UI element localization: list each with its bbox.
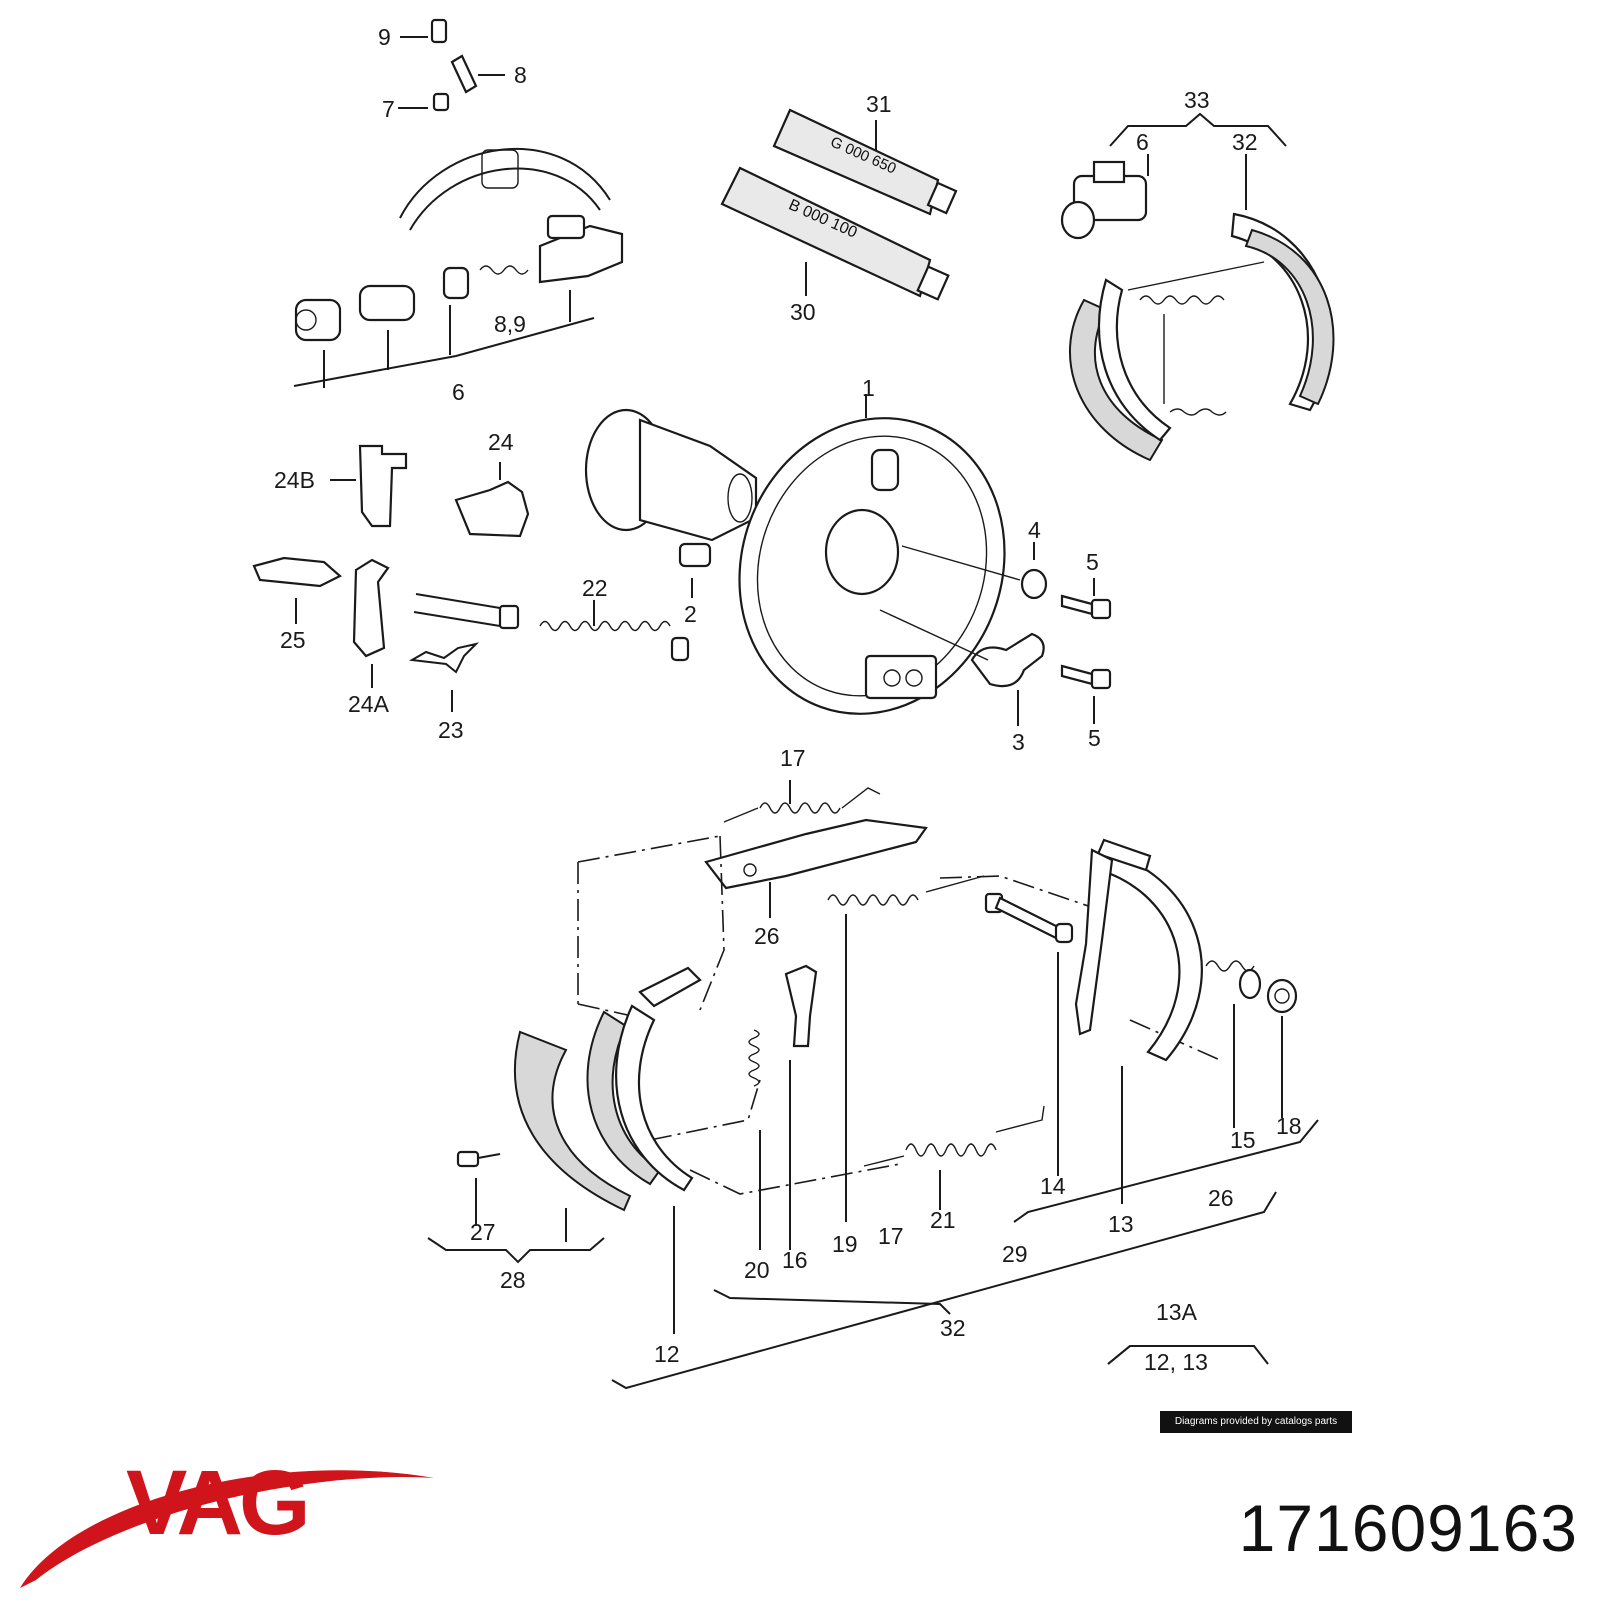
label-26-right: 26	[1208, 1185, 1234, 1211]
label-6-left: 6	[452, 379, 465, 405]
wheel-cylinder-6	[294, 214, 624, 342]
label-24: 24	[488, 429, 514, 455]
label-1: 1	[862, 375, 875, 401]
label-15: 15	[1230, 1127, 1256, 1153]
label-24B: 24B	[274, 467, 315, 493]
label-18: 18	[1276, 1113, 1302, 1139]
lever-16	[784, 964, 818, 1250]
label-6-right: 6	[1136, 129, 1149, 155]
label-8-9: 8,9	[494, 311, 526, 337]
label-13A: 13A	[1156, 1299, 1198, 1325]
label-28: 28	[500, 1267, 526, 1293]
bolt-5-upper	[1060, 578, 1112, 620]
label-5-lower: 5	[1088, 725, 1101, 751]
label-2: 2	[684, 601, 697, 627]
callout-6-bracket	[293, 290, 595, 388]
rivet-27	[456, 1150, 501, 1226]
label-17-bottom: 17	[878, 1223, 904, 1249]
label-3: 3	[1012, 729, 1025, 755]
callout-labels: 9 8 7 8,9 6 31 30 33 6 32 1 24 24B 4 5 2…	[274, 24, 1302, 1375]
spring-15	[1205, 960, 1262, 1128]
label-16: 16	[782, 1247, 808, 1273]
label-24A: 24A	[348, 691, 390, 717]
bleeder-screw-9	[400, 18, 448, 44]
label-12: 12	[654, 1341, 680, 1367]
label-20: 20	[744, 1257, 770, 1283]
label-25: 25	[280, 627, 306, 653]
callout-brackets-lower	[427, 1119, 1319, 1390]
spring-clip-23	[408, 642, 480, 712]
cable-22	[413, 593, 690, 662]
grease-tube-31: G 000 650	[772, 108, 958, 216]
shoe-kit-33	[1060, 112, 1335, 462]
vag-logo: VAG	[20, 1452, 434, 1588]
shoe-13	[1074, 838, 1203, 1204]
label-8: 8	[514, 62, 527, 88]
label-33: 33	[1184, 87, 1210, 113]
label-14: 14	[1040, 1173, 1066, 1199]
label-30: 30	[790, 299, 816, 325]
bracket-24	[454, 462, 530, 538]
drum-arc	[399, 147, 611, 231]
label-4: 4	[1028, 517, 1041, 543]
lining-28	[513, 1030, 632, 1242]
label-32-bottom: 32	[940, 1315, 966, 1341]
label-9: 9	[378, 24, 391, 50]
clip-24B	[330, 444, 408, 528]
label-32-top: 32	[1232, 129, 1258, 155]
label-7: 7	[382, 96, 395, 122]
label-17-top: 17	[780, 745, 806, 771]
pin-14	[984, 892, 1074, 1176]
spring-21	[863, 1105, 1045, 1210]
label-27: 27	[470, 1219, 496, 1245]
cap-7	[398, 92, 450, 112]
shoe-12	[586, 966, 702, 1334]
bolt-5-lower	[1060, 664, 1112, 724]
spring-17-upper	[723, 780, 881, 823]
label-26-mid: 26	[754, 923, 780, 949]
diagram-credit: Diagrams provided by catalogs parts	[1160, 1411, 1352, 1433]
part-number: 171609163	[1238, 1491, 1578, 1565]
label-22: 22	[582, 575, 608, 601]
label-13: 13	[1108, 1211, 1134, 1237]
backing-plate-1	[738, 394, 1006, 715]
label-5-upper: 5	[1086, 549, 1099, 575]
label-31: 31	[866, 91, 892, 117]
brand-name: VAG	[126, 1452, 307, 1554]
label-29: 29	[1002, 1241, 1028, 1267]
strut-26	[704, 818, 928, 918]
spring-19	[827, 875, 985, 1222]
clip-25	[252, 556, 342, 624]
spring-20	[748, 1029, 761, 1250]
cap-2	[678, 542, 712, 598]
label-23: 23	[438, 717, 464, 743]
dashed-assembly-lines	[577, 835, 1221, 1195]
cup-18	[1266, 978, 1298, 1118]
label-19: 19	[832, 1231, 858, 1257]
bleeder-valve-8	[450, 54, 505, 94]
clip-24A	[352, 558, 390, 688]
label-21: 21	[930, 1207, 956, 1233]
washer-4	[901, 542, 1048, 600]
wheel-hub	[584, 408, 758, 542]
label-12-13: 12, 13	[1144, 1349, 1208, 1375]
plate-3	[879, 609, 1045, 726]
